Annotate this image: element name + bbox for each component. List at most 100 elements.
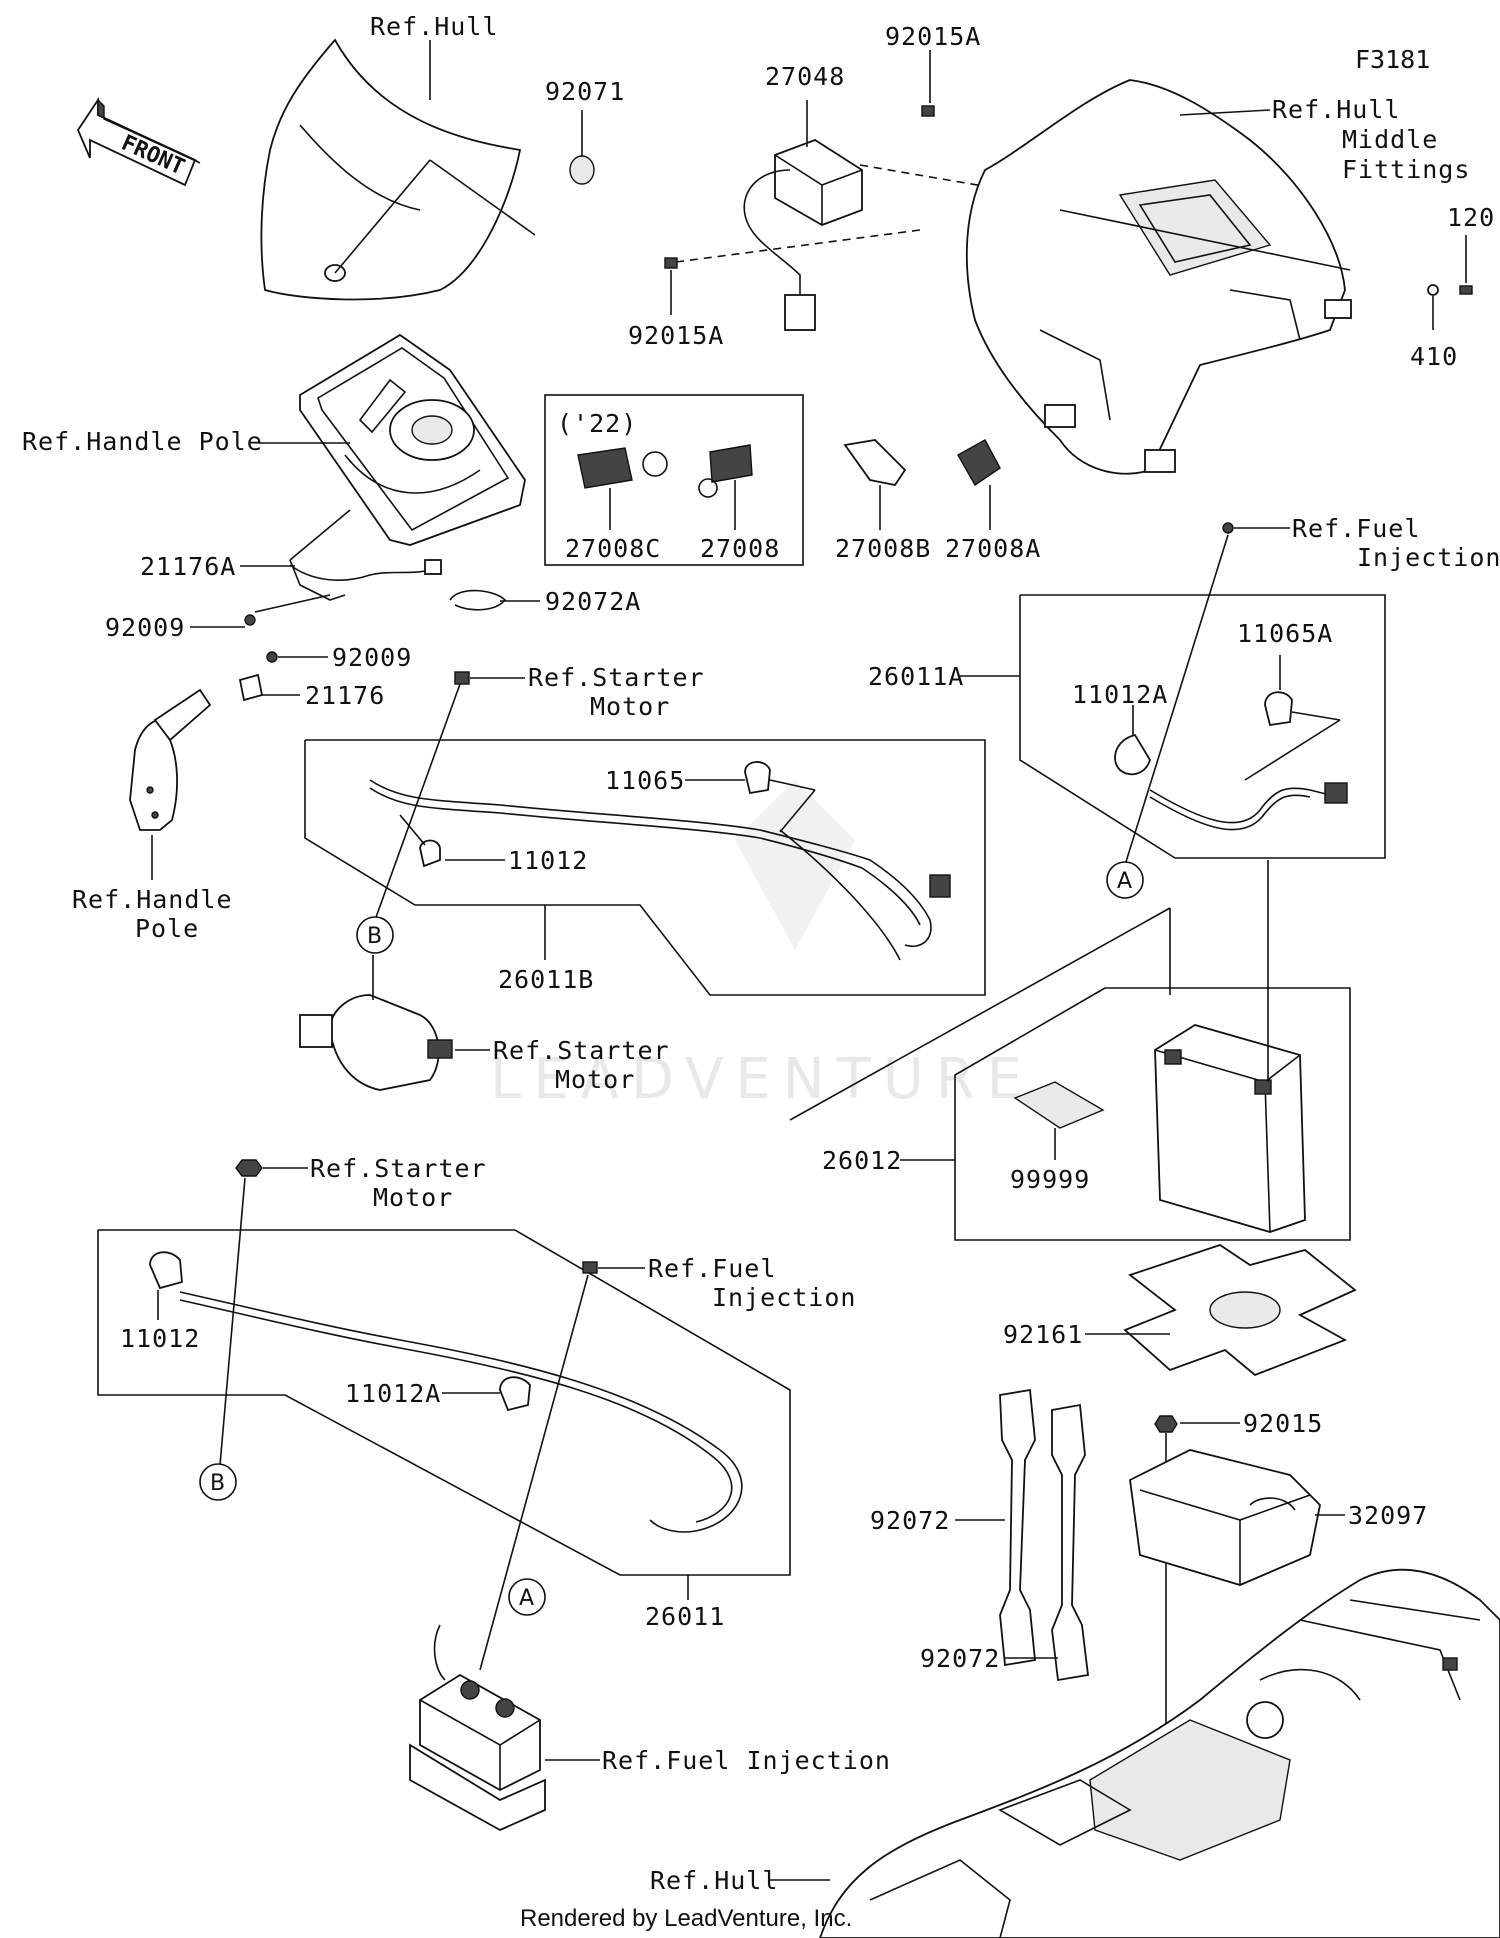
watermark-text: LEADVENTURE xyxy=(490,1047,1034,1112)
bolt-120-icon xyxy=(1459,285,1473,295)
part-92015A-bot: 92015A xyxy=(628,321,724,350)
mat-92161-group: 92161 xyxy=(1003,1244,1357,1377)
ref-handle-pole-top: Ref.Handle Pole xyxy=(22,427,263,456)
harness-21176A-group: 21176A 92009 92072A xyxy=(105,509,640,642)
leader-A-up xyxy=(1124,534,1229,866)
hull-fitting-rib2 xyxy=(1229,289,1301,341)
leader-11065A-c xyxy=(1244,719,1341,781)
part-92071: 92071 xyxy=(545,77,625,106)
part-120: 120 xyxy=(1447,203,1495,232)
handle-pole-plate-group: Ref.Handle Pole xyxy=(22,333,526,546)
hull-bottom-curve xyxy=(1259,1668,1361,1701)
cable-26011-wire-2 xyxy=(179,1299,733,1523)
plate-inner-edge xyxy=(317,347,510,532)
washer-410-icon xyxy=(1427,284,1439,296)
cap-11012A-b-icon xyxy=(499,1376,531,1412)
ref-starter-b1: Ref.Starter xyxy=(310,1154,487,1183)
part-21176A: 21176A xyxy=(140,552,236,581)
part-21176: 21176 xyxy=(305,681,385,710)
grommet-92071-icon xyxy=(569,155,595,185)
footer-credit: Rendered by LeadVenture, Inc. xyxy=(520,1905,852,1932)
part-410: 410 xyxy=(1410,342,1458,371)
ref-fuel-inj-b1: Ref.Fuel xyxy=(648,1254,776,1283)
leader-B-down xyxy=(219,1177,246,1466)
ref-hull-bottom: Ref.Hull xyxy=(650,1866,778,1895)
battery-terminal-1 xyxy=(1164,1049,1182,1065)
nut-fuel-inj-b-icon xyxy=(582,1261,598,1274)
relay-27048-edges xyxy=(774,154,863,225)
key-27008-ring xyxy=(698,478,718,498)
part-27008B: 27008B xyxy=(835,534,931,563)
part-11065: 11065 xyxy=(605,766,685,795)
leader-ref-hull-mid xyxy=(1179,109,1271,116)
ref-hull-mid-2: Middle xyxy=(1342,125,1438,154)
front-arrow-shadow xyxy=(97,98,201,164)
ref-hull-mid-1: Ref.Hull xyxy=(1272,95,1400,124)
leader-92009a-b xyxy=(254,594,331,613)
handle-pole-shaft xyxy=(153,688,212,742)
leader-11012-t-b xyxy=(399,814,426,846)
ref-starter-b2: Motor xyxy=(373,1183,453,1212)
leader-21176A-diag xyxy=(289,509,351,561)
hull-fitting-tab-2 xyxy=(1144,449,1176,473)
part-11012A-r: 11012A xyxy=(1072,680,1168,709)
pole-hole-2 xyxy=(151,811,159,819)
part-27008: 27008 xyxy=(700,534,780,563)
keys-box xyxy=(544,394,804,566)
callout-A-bottom xyxy=(508,1578,546,1616)
hull-fitting-rib xyxy=(1039,329,1111,421)
bag-99999-icon xyxy=(1013,1081,1105,1129)
ref-fuel-inj-r2: Injection xyxy=(1357,543,1500,572)
bracket-21176-icon xyxy=(238,673,264,702)
part-26011: 26011 xyxy=(645,1602,725,1631)
nut-starter-b-icon xyxy=(235,1159,263,1177)
cap-11065A-icon xyxy=(1264,691,1293,727)
nut-fuel-inj-r-icon xyxy=(1222,522,1234,534)
cable-26011B-wire xyxy=(369,779,932,947)
cable-26011-group: Ref.Starter Motor 11012 11012A 26011 B R… xyxy=(97,1154,856,1671)
ref-starter-t1: Ref.Starter xyxy=(528,663,705,692)
cap-11012A-r-icon xyxy=(1114,733,1151,776)
part-92161: 92161 xyxy=(1003,1320,1083,1349)
battery-26012-frame xyxy=(954,987,1351,1241)
battery-26012-group: 26012 99999 xyxy=(789,860,1351,1241)
watermark: LEADVENTURE xyxy=(490,780,1034,1112)
cap-11012-b-icon xyxy=(149,1251,183,1290)
cable-26011-wire xyxy=(179,1291,743,1533)
part-92072b: 92072 xyxy=(920,1644,1000,1673)
relay-27048-connector xyxy=(784,294,816,331)
part-27008C: 27008C xyxy=(565,534,661,563)
part-92015A-top: 92015A xyxy=(885,22,981,51)
part-11012-t: 11012 xyxy=(508,846,588,875)
handle-pole-lower-group: 92009 21176 Ref.Handle Pole xyxy=(72,643,411,943)
ref-handle-pole-b2: Pole xyxy=(135,914,199,943)
hull-middle-fittings-group: Ref.Hull Middle Fittings 120 410 xyxy=(965,79,1495,475)
starter-motor-group: Ref.Starter Motor xyxy=(299,955,669,1094)
cable-26011B-frame xyxy=(304,739,986,996)
cable-26011A-group: Ref.Fuel Injection 26011A 11012A 11065A … xyxy=(868,514,1500,899)
leader-11065-b xyxy=(769,779,816,791)
callout-A-right-label: A xyxy=(1117,869,1132,894)
cable-26011B-wire-3 xyxy=(779,829,901,961)
solenoid-group: Ref.Fuel Injection xyxy=(409,1624,891,1832)
cap-11065-icon xyxy=(744,761,771,795)
relay-27048-wire xyxy=(743,169,801,300)
plate-curve xyxy=(344,454,481,494)
mount-line-2 xyxy=(675,229,921,263)
battery-terminal-2 xyxy=(1254,1079,1272,1095)
cable-26011B-group: Ref.Starter Motor 11065 11012 26011B B xyxy=(304,663,986,996)
part-11065A: 11065A xyxy=(1237,619,1333,648)
figure-code: F3181 xyxy=(1355,45,1430,74)
harness-21176A-wire xyxy=(289,564,431,581)
ref-fuel-inj-r1: Ref.Fuel xyxy=(1292,514,1420,543)
part-27008A: 27008A xyxy=(945,534,1041,563)
ref-fuel-inj-b2: Injection xyxy=(712,1283,856,1312)
part-27048: 27048 xyxy=(765,62,845,91)
strap-92072b-icon xyxy=(1051,1403,1089,1682)
part-99999: 99999 xyxy=(1010,1165,1090,1194)
ref-fuel-inj-bottom: Ref.Fuel Injection xyxy=(602,1746,891,1775)
handle-pole-body xyxy=(129,716,178,831)
pole-hole-1 xyxy=(146,786,154,794)
